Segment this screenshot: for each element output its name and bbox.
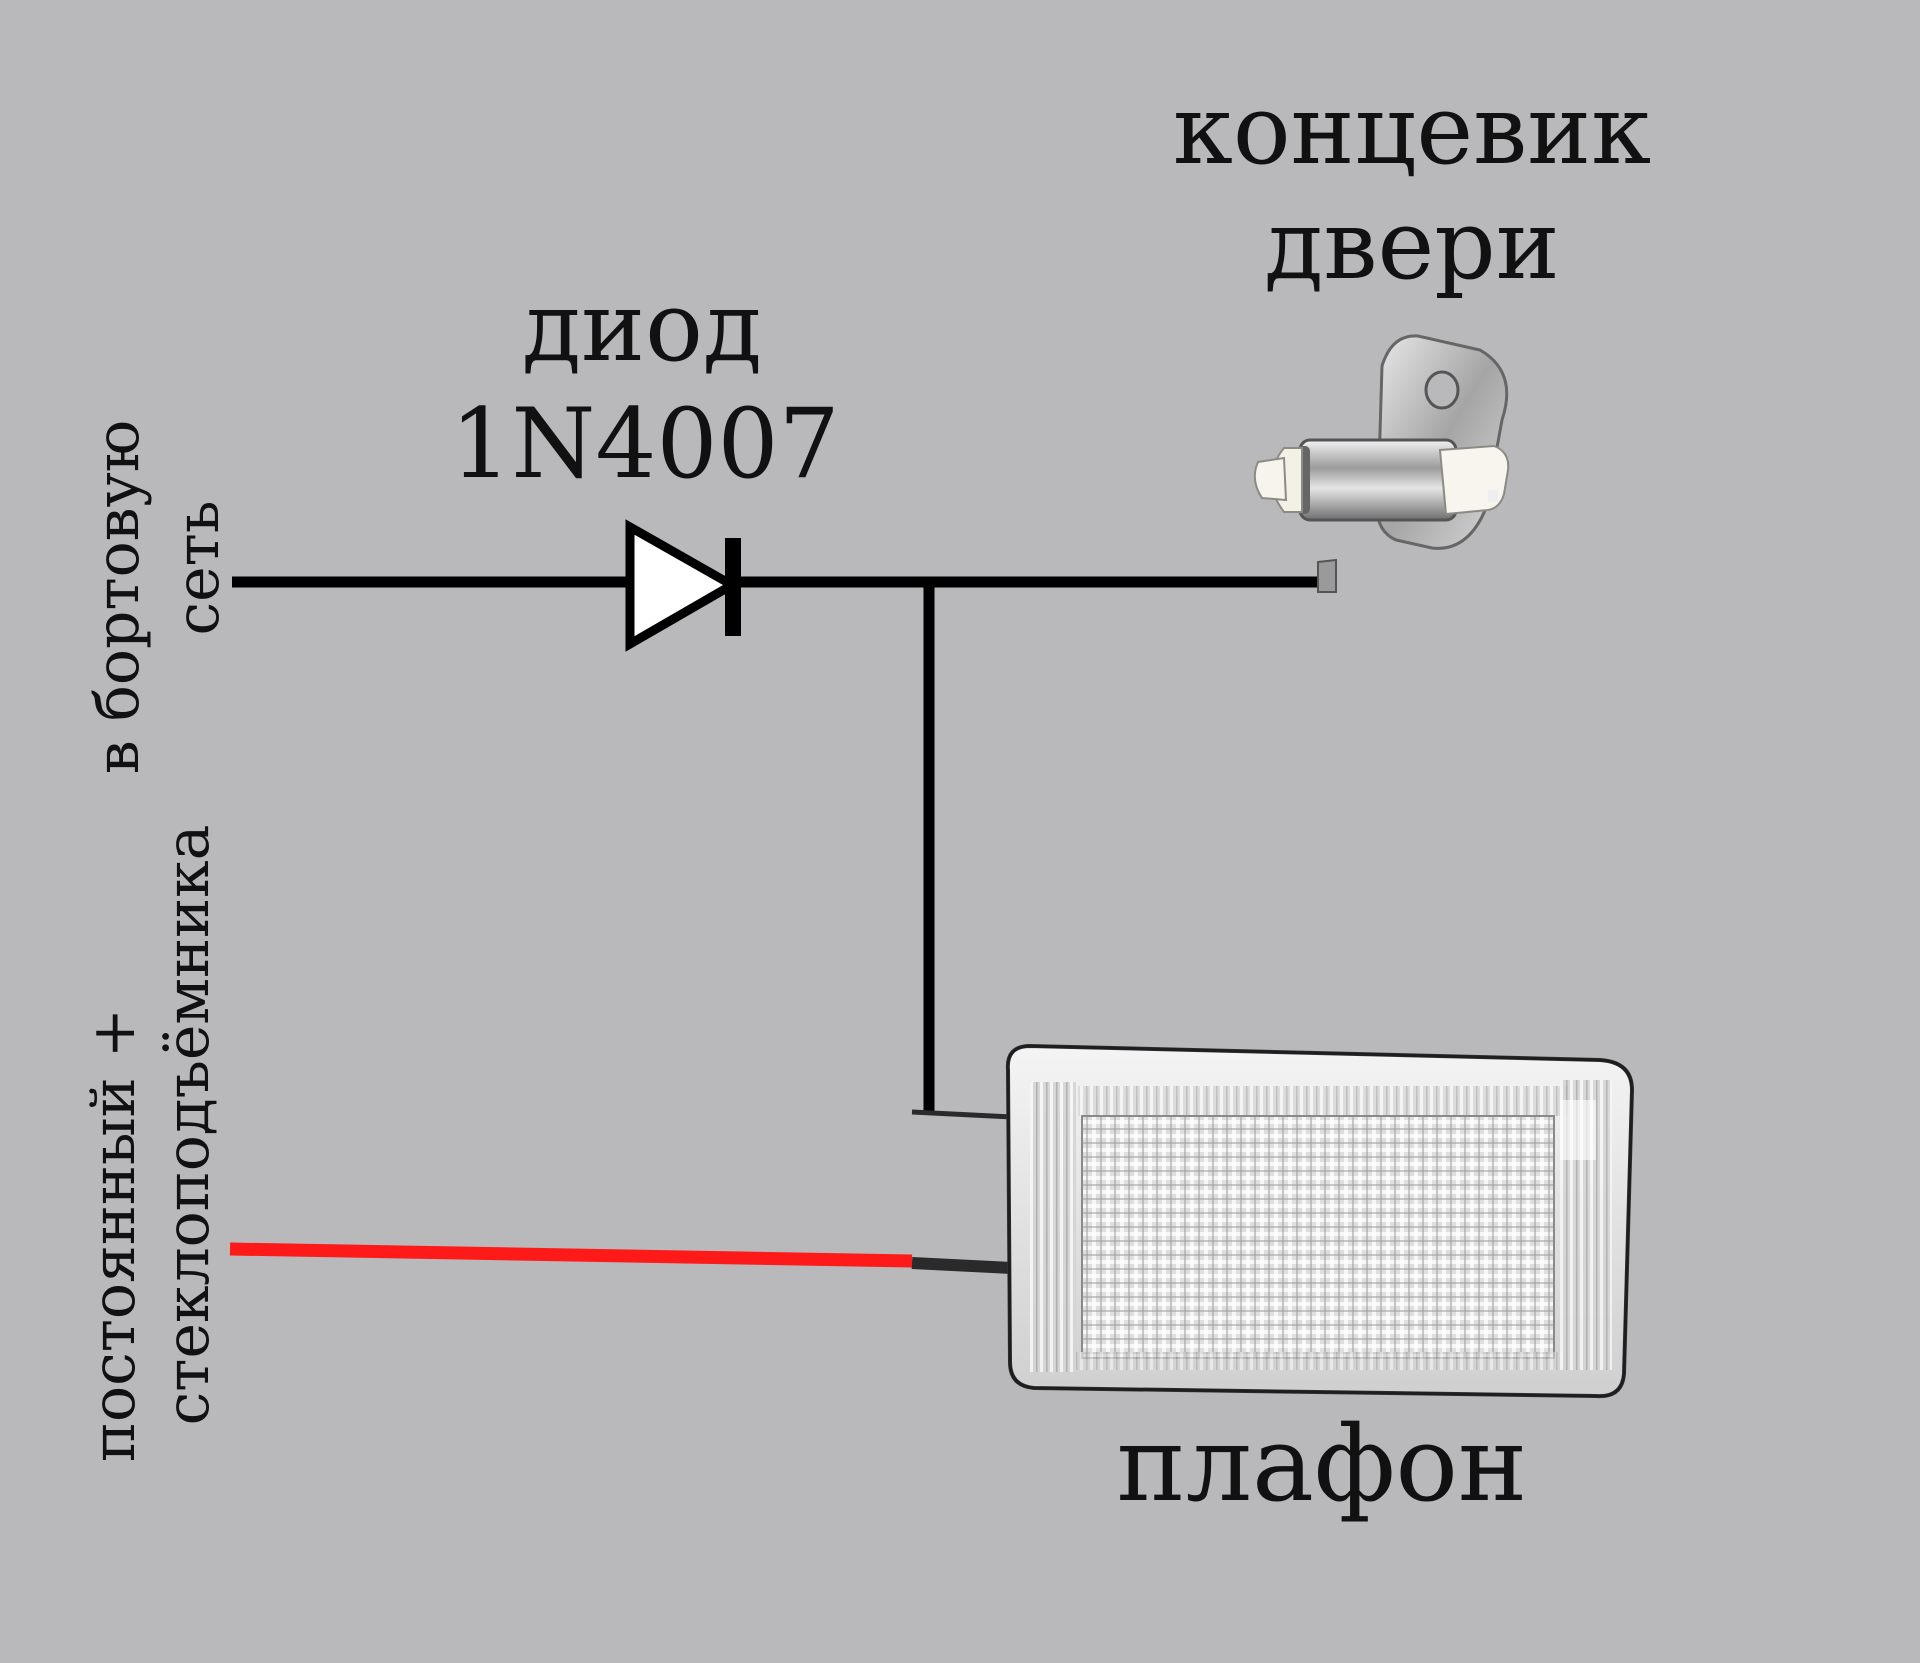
switch-label-line2: двери (1264, 189, 1559, 301)
diode-symbol-icon (625, 519, 742, 652)
constant-label-line2: стеклоподъёмника (153, 825, 223, 1426)
diode-label-line1: диод (522, 271, 762, 383)
lamp-lead-top (911, 1109, 1013, 1120)
wires (229, 576, 1322, 1274)
constant-label-line1: постоянный + (79, 1008, 149, 1462)
door-switch-icon (1253, 334, 1510, 593)
lamp-lead-bottom (911, 1257, 1013, 1274)
supply-label-line1: в бортовую (83, 420, 153, 774)
constant-wire (229, 1242, 913, 1268)
lamp-label: плафон (1117, 1403, 1528, 1525)
switch-label-line1: концевик (1173, 74, 1651, 186)
supply-label-line2: сеть (163, 501, 233, 636)
dome-lamp-icon (1005, 1043, 1635, 1399)
diode-label-line2: 1N4007 (450, 388, 839, 500)
